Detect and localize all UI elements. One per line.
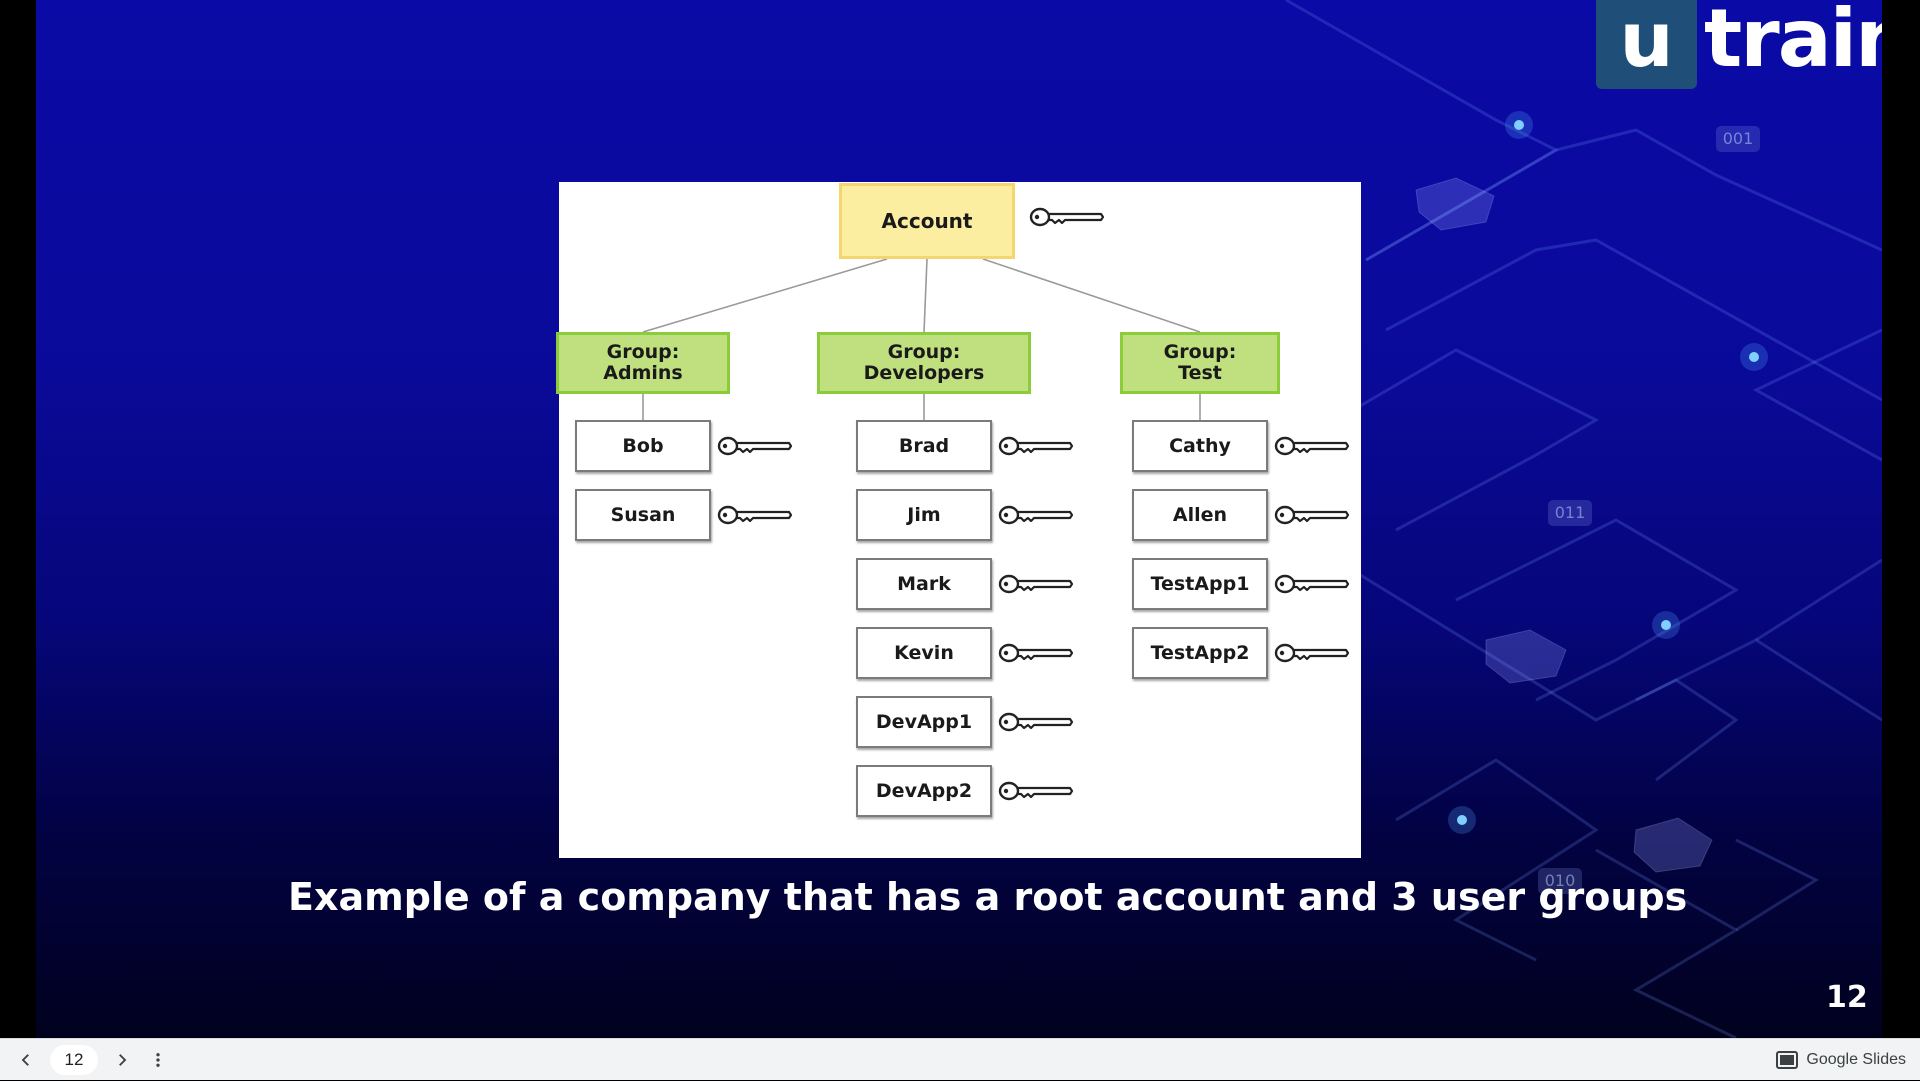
- google-slides-brand[interactable]: Google Slides: [1776, 1039, 1906, 1081]
- member-node: Kevin: [856, 627, 992, 679]
- brand-label: Google Slides: [1806, 1051, 1906, 1068]
- connector-root-group-1: [923, 258, 928, 333]
- member-key-icon: [717, 436, 793, 456]
- more-vert-icon[interactable]: [140, 1042, 176, 1078]
- member-node: Mark: [856, 558, 992, 610]
- group-node-0: Group: Admins: [556, 332, 730, 394]
- caption-text: Example of a company that has a root acc…: [288, 875, 1688, 919]
- member-key-icon: [1274, 505, 1350, 525]
- slide-number: 12: [1826, 980, 1868, 1015]
- group-node-1: Group: Developers: [817, 332, 1031, 394]
- member-node: Jim: [856, 489, 992, 541]
- slides-icon: [1776, 1051, 1799, 1069]
- member-node: Cathy: [1132, 420, 1268, 472]
- member-node: TestApp2: [1132, 627, 1268, 679]
- member-key-icon: [998, 574, 1074, 594]
- page-number-field[interactable]: 12: [50, 1044, 98, 1075]
- member-node: Bob: [575, 420, 711, 472]
- member-key-icon: [998, 505, 1074, 525]
- logo-u: u: [1596, 0, 1697, 89]
- member-node: DevApp1: [856, 696, 992, 748]
- member-key-icon: [998, 643, 1074, 663]
- slides-toolbar: 12 Google Slides: [0, 1038, 1920, 1080]
- glow-dots: [1448, 111, 1768, 834]
- member-node: Allen: [1132, 489, 1268, 541]
- utrain-logo: u train: [1596, 0, 1882, 90]
- chevron-right-icon[interactable]: [104, 1042, 140, 1078]
- member-node: TestApp1: [1132, 558, 1268, 610]
- member-node: Susan: [575, 489, 711, 541]
- member-key-icon: [1274, 574, 1350, 594]
- member-key-icon: [998, 781, 1074, 801]
- connector-root-group-0: [642, 258, 888, 333]
- deco-label-011: 011: [1555, 503, 1586, 522]
- member-key-icon: [998, 712, 1074, 732]
- group-node-2: Group: Test: [1120, 332, 1280, 394]
- account-root-node: Account: [839, 183, 1015, 259]
- member-key-icon: [1274, 643, 1350, 663]
- diagram-connectors: [642, 258, 1201, 420]
- member-key-icon: [717, 505, 793, 525]
- background-decoration: 001 011 010: [1285, 0, 1882, 1038]
- chevron-left-icon[interactable]: [8, 1042, 44, 1078]
- logo-text: train: [1704, 0, 1882, 85]
- deco-label-010: 010: [1545, 871, 1576, 890]
- member-node: DevApp2: [856, 765, 992, 817]
- deco-labels: 001 011 010: [1538, 126, 1760, 894]
- member-key-icon: [998, 436, 1074, 456]
- root-key-icon: [1029, 207, 1105, 227]
- member-node: Brad: [856, 420, 992, 472]
- deco-label-001: 001: [1723, 129, 1754, 148]
- member-key-icon: [1274, 436, 1350, 456]
- connector-root-group-2: [982, 258, 1201, 333]
